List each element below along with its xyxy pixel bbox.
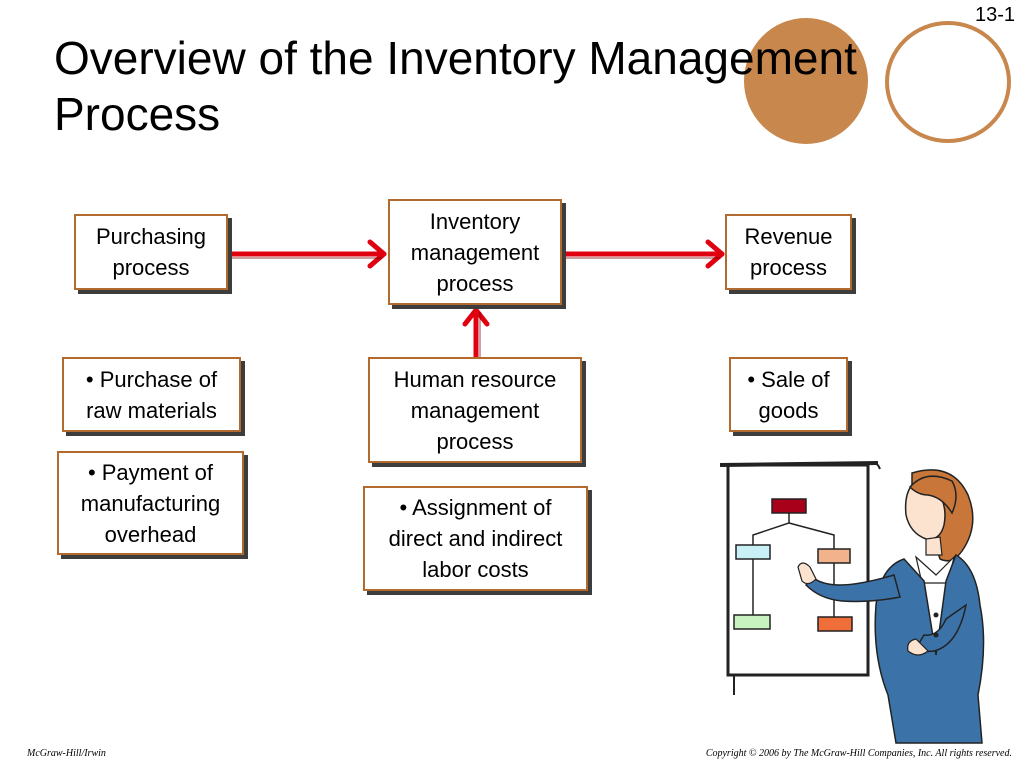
decorative-circle-outline [885, 21, 1011, 143]
human-resource-label: Human resource management process [393, 366, 557, 454]
slide-title: Overview of the Inventory Management Pro… [54, 32, 857, 140]
purchase-raw-materials-label: • Purchase of raw materials [85, 366, 218, 423]
sale-of-goods-label: • Sale of goods [747, 366, 830, 423]
arrow-hr-to-inventory-head [462, 307, 490, 327]
easel-board [719, 461, 881, 695]
human-resource-box: Human resource management process [368, 357, 582, 463]
arrow-inventory-to-revenue-head [705, 239, 725, 269]
revenue-process-label: Revenue process [744, 224, 833, 280]
inventory-management-label: Inventory management process [410, 208, 540, 296]
payment-overhead-label: • Payment of manufacturing overhead [80, 459, 221, 547]
footer-publisher: McGraw-Hill/Irwin [27, 748, 106, 759]
presenter-clipart [719, 461, 985, 744]
assignment-labor-box: • Assignment of direct and indirect labo… [363, 486, 588, 591]
revenue-process-box: Revenue process [725, 214, 852, 290]
footer-copyright: Copyright © 2006 by The McGraw-Hill Comp… [705, 748, 1012, 759]
sale-of-goods-box: • Sale of goods [729, 357, 848, 432]
purchasing-process-label: Purchasing process [95, 224, 207, 280]
purchase-raw-materials-box: • Purchase of raw materials [62, 357, 241, 432]
decorative-circle-filled [744, 18, 868, 144]
arrow-purchasing-to-inventory-head [367, 239, 387, 269]
payment-overhead-box: • Payment of manufacturing overhead [57, 451, 244, 555]
assignment-labor-label: • Assignment of direct and indirect labo… [388, 495, 563, 582]
slide-number: 13-1 [975, 4, 1016, 26]
inventory-management-box: Inventory management process [388, 199, 562, 305]
purchasing-process-box: Purchasing process [74, 214, 228, 290]
presenter-figure [797, 469, 985, 744]
